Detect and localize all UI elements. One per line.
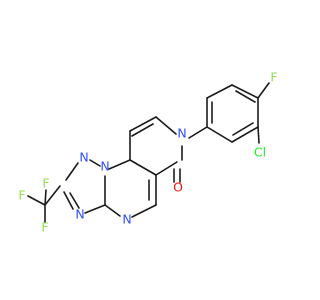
bond: [44, 189, 47, 206]
bond: [257, 126, 260, 144]
bond: [131, 204, 157, 218]
bond: [235, 90, 256, 103]
atom-o: O: [173, 180, 183, 195]
bond: [129, 159, 157, 176]
bond: [206, 84, 233, 99]
molecule-diagram: F Cl O N N N N N F F F: [18, 70, 277, 235]
bond: [231, 84, 259, 99]
bond: [84, 204, 106, 214]
atom-n-triazole-4: N: [75, 207, 84, 222]
bond: [63, 191, 74, 210]
bond: [104, 204, 121, 217]
bond: [108, 159, 131, 170]
bond: [129, 116, 157, 132]
atom-f-para: F: [270, 70, 277, 85]
bonds: [27, 82, 270, 223]
bond: [206, 126, 233, 143]
atom-n-bridge: N: [100, 159, 109, 174]
bond: [232, 122, 254, 136]
atom-n-pyrimidine: N: [122, 212, 131, 227]
atom-cf3-f-bottom: F: [41, 220, 48, 235]
bond: [155, 161, 178, 176]
bond: [131, 123, 154, 137]
bond: [69, 192, 80, 209]
atom-n-lactam: N: [177, 126, 186, 141]
structure-svg: F Cl O N N N N N F F F: [18, 70, 277, 235]
atom-cl: Cl: [254, 145, 266, 160]
bond: [155, 116, 177, 135]
atom-cf3-f-top: F: [42, 176, 49, 191]
bond: [89, 159, 101, 167]
bond: [188, 126, 208, 139]
bond: [231, 126, 259, 143]
bond: [257, 82, 270, 99]
bond: [27, 195, 46, 206]
atom-cf3-f-left: F: [18, 188, 25, 203]
atom-labels: F Cl O N N N N N F F F: [18, 70, 277, 235]
bond: [65, 162, 79, 181]
atom-n-triazole-1: N: [79, 150, 88, 165]
bond: [44, 185, 61, 206]
